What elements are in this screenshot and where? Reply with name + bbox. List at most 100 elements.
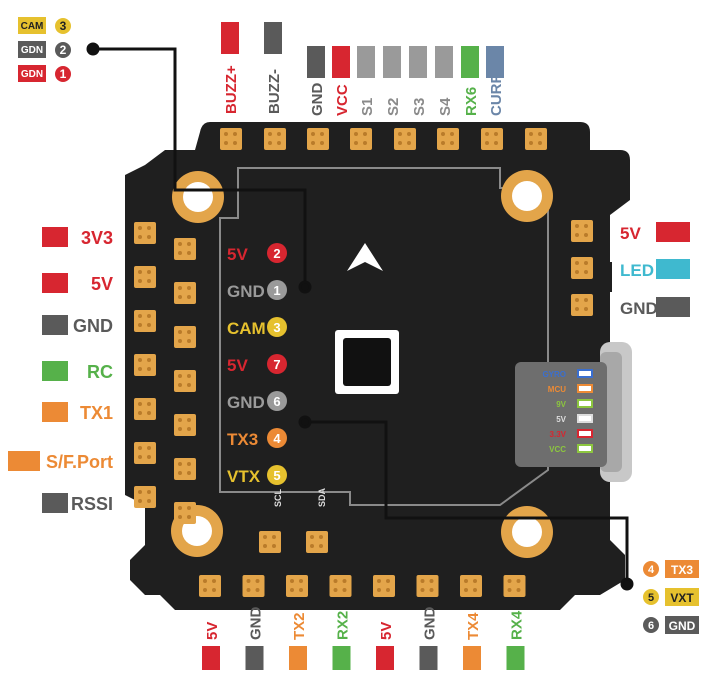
left-pin-5v: 5V (42, 273, 113, 294)
status-led-label: GYRO (542, 370, 566, 379)
center-pin-label: CAM (227, 319, 266, 338)
left-pin-s-f-port: S/F.Port (8, 451, 113, 472)
status-led-label: 5V (556, 415, 566, 424)
left-pin-label: RC (87, 362, 113, 382)
left-pin-label: 5V (91, 274, 113, 294)
status-led-9v: 9V (556, 399, 593, 409)
legend-label: VXT (670, 591, 694, 605)
status-led-5v: 5V (556, 414, 593, 424)
pad-right-1 (571, 257, 593, 279)
top-pin-gnd: GND (307, 46, 326, 116)
legend-number: 2 (60, 43, 67, 57)
center-pin-number: 4 (273, 431, 281, 446)
pad-left-outer-0 (134, 222, 156, 244)
pad-left-inner-3 (174, 370, 196, 392)
left-pin-label: S/F.Port (46, 452, 113, 472)
status-led-list: GYRO MCU 9V 5V 3.3V VCC (542, 369, 593, 454)
legend-number: 4 (648, 564, 655, 576)
status-led-label: 3.3V (550, 430, 567, 439)
center-pin-vtx-5: VTX 5 (227, 465, 287, 486)
left-pin-3v3: 3V3 (42, 227, 113, 248)
center-pin-label: 5V (227, 245, 248, 264)
status-led-label: 9V (556, 400, 566, 409)
legend-number: 3 (60, 19, 67, 33)
bottom-pin-gnd-5: GND (419, 607, 439, 670)
pad-left-inner-5 (174, 458, 196, 480)
mcu-chip (335, 330, 399, 394)
bottom-pin-label: RX2 (335, 611, 352, 640)
mount-hole-top-left (172, 171, 224, 223)
bottom-pin-label: RX4 (509, 610, 526, 640)
pad-bottom-4 (373, 575, 395, 597)
pad-i2c-sda (306, 531, 328, 553)
top-pin-s1: S1 (357, 46, 376, 116)
center-pin-number: 2 (273, 246, 280, 261)
i2c-label-group: SCL SDA (273, 487, 327, 507)
right-pin-led: LED (620, 259, 690, 280)
bottom-pin-label: GND (248, 607, 265, 641)
pad-left-outer-4 (134, 398, 156, 420)
top-pin-curr: CURR (486, 46, 505, 116)
top-pin-vcc: VCC (332, 46, 351, 116)
top-pin-rx6: RX6 (461, 46, 480, 116)
pad-left-outer-6 (134, 486, 156, 508)
left-pin-gnd: GND (42, 315, 113, 336)
pad-top-buzz-plus (220, 128, 242, 150)
legend-top-left-2: GDN 2 (18, 41, 71, 58)
bottom-pin-5v-4: 5V (376, 622, 395, 670)
callout-line-top (93, 47, 307, 287)
center-pin-5v-7: 5V 7 (227, 354, 287, 375)
pad-top-5 (525, 128, 547, 150)
pad-right-2 (571, 294, 593, 316)
bottom-pin-label: 5V (378, 622, 395, 640)
left-pin-rssi: RSSI (42, 493, 113, 514)
left-pin-label: RSSI (71, 494, 113, 514)
status-led-vcc: VCC (549, 444, 593, 454)
pad-right-0 (571, 220, 593, 242)
center-pin-number: 7 (273, 357, 280, 372)
bottom-pin-label: TX4 (465, 612, 482, 640)
pad-left-outer-2 (134, 310, 156, 332)
status-led-33v: 3.3V (550, 429, 593, 439)
top-pin-label: S1 (359, 98, 376, 116)
legend-label: GDN (21, 45, 43, 56)
bottom-pin-tx4-6: TX4 (463, 612, 482, 670)
pad-top-4 (481, 128, 503, 150)
right-pin-label: LED (620, 261, 654, 280)
top-pin-label: VCC (334, 84, 351, 116)
pad-left-outer-3 (134, 354, 156, 376)
center-pin-label: 5V (227, 356, 248, 375)
pad-left-outer-1 (134, 266, 156, 288)
pad-left-inner-4 (174, 414, 196, 436)
pad-top-3 (437, 128, 459, 150)
i2c-scl-label: SCL (273, 488, 283, 507)
pad-bottom-3 (329, 575, 352, 597)
right-pin-label: 5V (620, 224, 641, 243)
left-pin-rc: RC (42, 361, 113, 382)
pad-top-2 (394, 128, 416, 150)
direction-arrow-icon (347, 243, 383, 271)
top-pin-s4: S4 (435, 46, 454, 116)
top-pin-s2: S2 (383, 46, 402, 116)
pad-bottom-5 (416, 575, 439, 597)
legend-number: 1 (60, 67, 67, 81)
bottom-pin-label: 5V (204, 622, 221, 640)
pad-left-outer-5 (134, 442, 156, 464)
pad-top-buzz-minus (264, 128, 286, 150)
top-pin-label: S3 (411, 98, 428, 116)
center-pin-number: 5 (273, 468, 280, 483)
center-pin-5v-2: 5V 2 (227, 243, 287, 264)
left-pin-label: GND (73, 316, 113, 336)
bottom-pin-label: TX2 (291, 612, 308, 640)
top-pin-label: CURR (488, 73, 505, 116)
pad-left-inner-0 (174, 238, 196, 260)
status-led-mcu: MCU (548, 384, 593, 394)
left-pin-tx1: TX1 (42, 402, 113, 423)
center-pin-label: VTX (227, 467, 261, 486)
top-pin-label: RX6 (463, 87, 480, 116)
